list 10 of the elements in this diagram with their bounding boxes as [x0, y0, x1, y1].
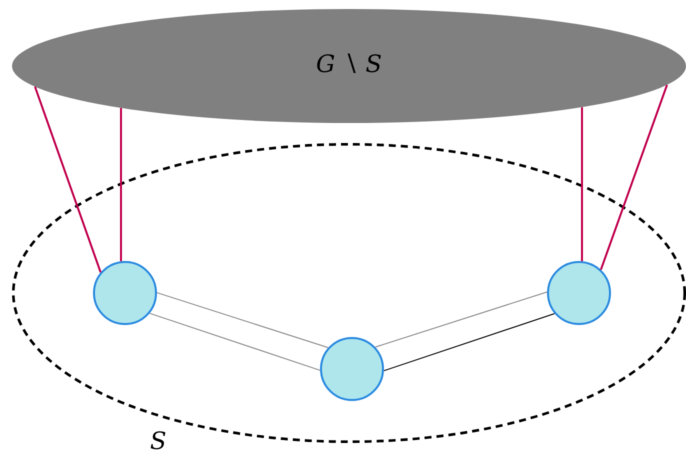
- connector-line: [120, 108, 122, 262]
- connector-line: [34, 86, 102, 273]
- connector-line: [600, 84, 668, 270]
- set-label: S: [150, 428, 166, 454]
- connector-line: [374, 292, 548, 348]
- connector-line: [156, 292, 329, 348]
- connector-line: [581, 107, 583, 262]
- connector-line: [149, 312, 320, 371]
- set-label: G ∖ S: [316, 50, 382, 78]
- connector-line: [384, 313, 555, 372]
